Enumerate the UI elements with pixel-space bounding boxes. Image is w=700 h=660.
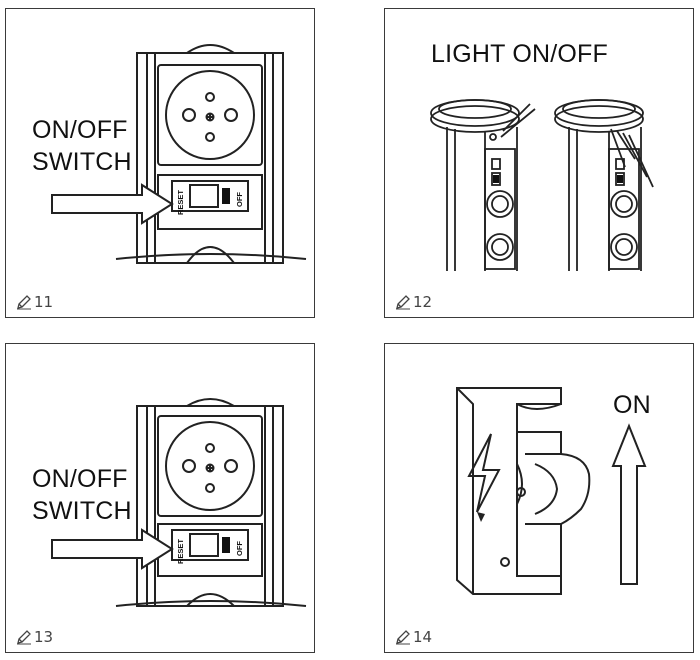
switch-label-line1: ON/OFF [32, 465, 128, 493]
step-11-panel: ON/OFF SWITCH RESET OFF 11 [5, 8, 315, 318]
tower-frame [136, 405, 284, 607]
step-number: 11 [16, 293, 53, 311]
light-label: LIGHT ON/OFF [431, 40, 608, 68]
step-13-panel: ON/OFF SWITCH RESET OFF 13 [5, 343, 315, 653]
right-cap [554, 105, 644, 133]
socket-face [165, 421, 255, 511]
switch-off-text: OFF [235, 192, 244, 207]
switch-reset-text: RESET [176, 190, 185, 215]
pointer-arrow [51, 183, 174, 225]
on-off-switch [171, 180, 249, 212]
power-module-illustration [456, 387, 647, 595]
step-number: 12 [395, 293, 432, 311]
switch-reset-text: RESET [176, 539, 185, 564]
switch-off-text: OFF [235, 541, 244, 556]
pointer-arrow [51, 528, 174, 570]
on-label: ON [613, 391, 651, 419]
switch-label-line2: SWITCH [32, 148, 132, 176]
left-cap [430, 105, 520, 133]
switch-label-line1: ON/OFF [32, 116, 128, 144]
pencil-icon [396, 630, 410, 645]
step-12-panel: LIGHT ON/OFF [384, 8, 694, 318]
up-arrow [611, 423, 647, 585]
pencil-icon [396, 295, 410, 310]
svg-text:RESET: RESET [176, 539, 185, 564]
svg-text:OFF: OFF [235, 541, 244, 556]
module-housing [456, 387, 562, 595]
pencil-icon [17, 630, 31, 645]
step-number: 13 [16, 628, 53, 646]
svg-text:RESET: RESET [176, 190, 185, 215]
light-towers-illustration [430, 99, 654, 271]
socket-switch-illustration [51, 44, 307, 264]
socket-switch-illustration [51, 398, 307, 607]
pencil-icon [17, 295, 31, 310]
tower-frame [136, 52, 284, 264]
switch-label-line2: SWITCH [32, 497, 132, 525]
step-14-panel: ON 14 [384, 343, 694, 653]
svg-text:OFF: OFF [235, 192, 244, 207]
step-number: 14 [395, 628, 432, 646]
on-off-switch [171, 529, 249, 561]
socket-face [165, 70, 255, 160]
